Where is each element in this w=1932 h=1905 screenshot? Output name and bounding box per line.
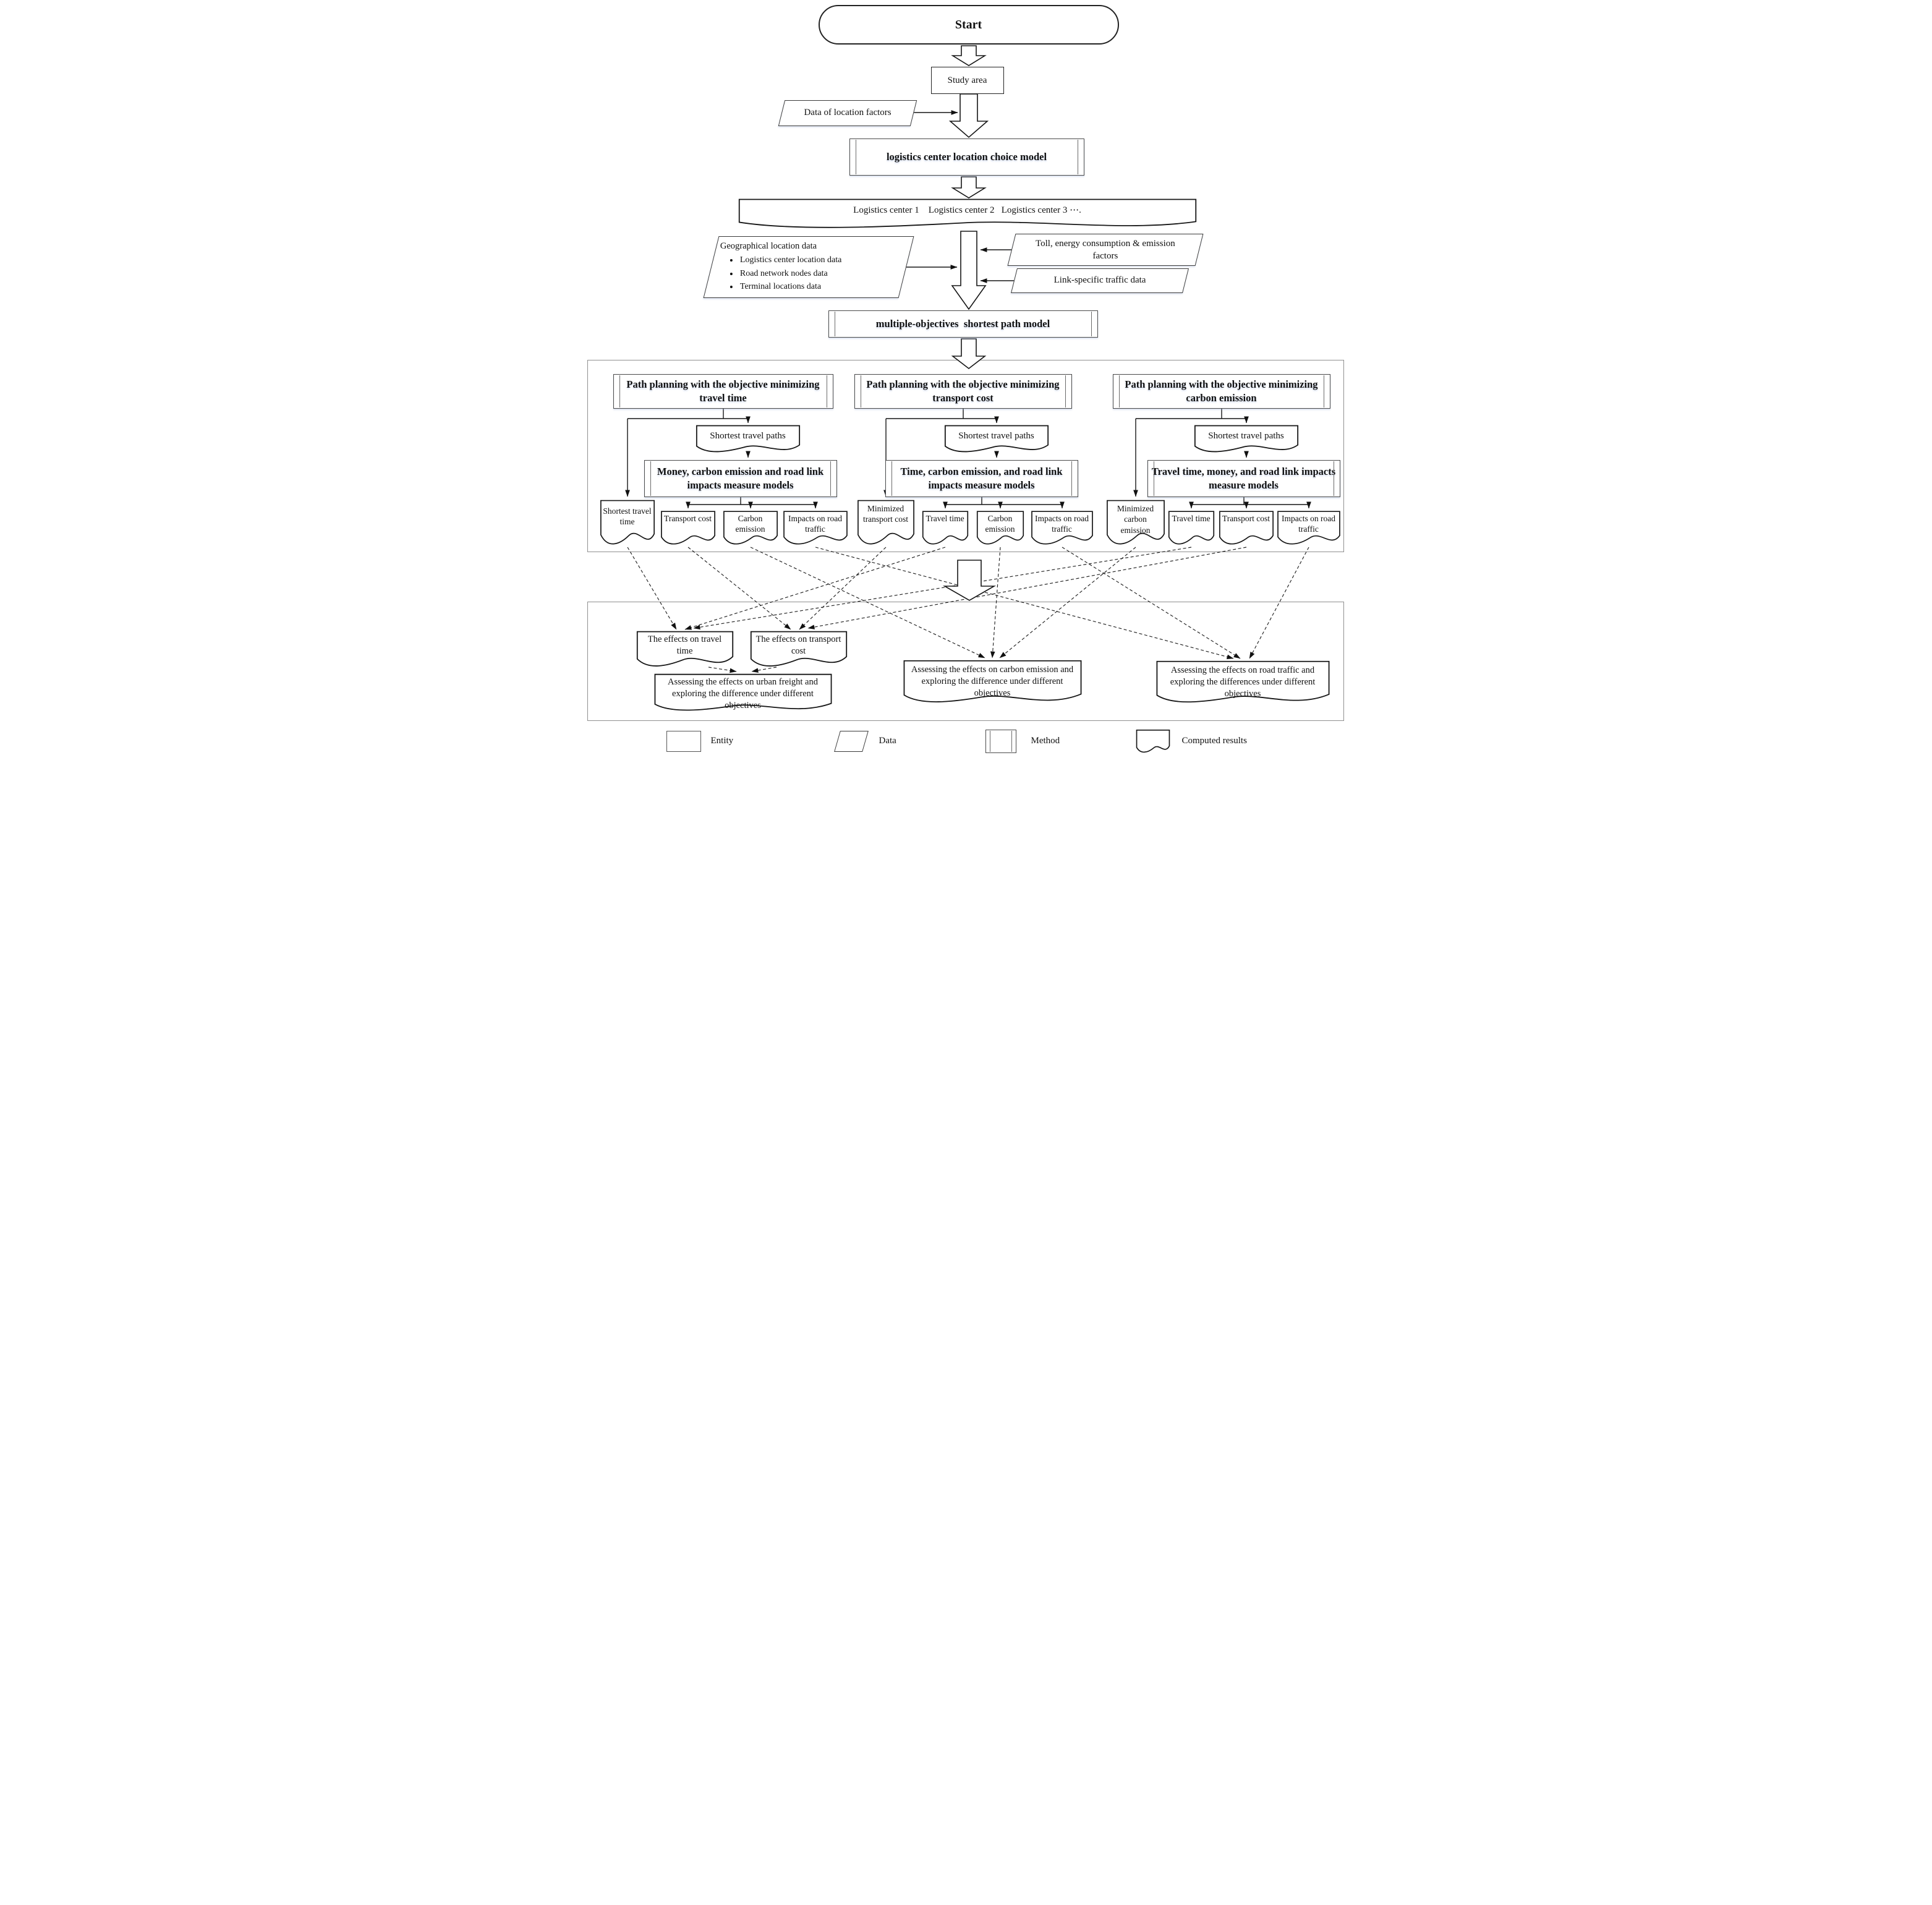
study-area-label: Study area — [947, 75, 987, 85]
legend-computed-results-shape — [1136, 730, 1170, 754]
branch-transport-cost-title: Path planning with the objective minimiz… — [866, 378, 1060, 404]
output-carbon-emission-2: Carbon emission — [977, 511, 1024, 547]
assessment-section-frame — [587, 602, 1344, 721]
branch-transport-cost-paths-node: Shortest travel paths — [945, 425, 1049, 455]
branch-transport-cost-title-node: Path planning with the objective minimiz… — [854, 374, 1072, 409]
effects-travel-time-label: The effects on travel time — [647, 634, 722, 656]
link-traffic-node: Link-specific traffic data — [1010, 268, 1189, 293]
geographical-bullet-2: Road network nodes data — [738, 267, 905, 281]
geographical-data-node: Geographical location data Logistics cen… — [703, 236, 914, 298]
geographical-data-title: Geographical location data — [720, 241, 817, 251]
toll-energy-node: Toll, energy consumption & emission fact… — [1007, 234, 1203, 266]
branch-carbon-title-node: Path planning with the objective minimiz… — [1112, 374, 1330, 409]
assessment-carbon-label: Assessing the effects on carbon emission… — [911, 665, 1074, 698]
legend-entity-label: Entity — [710, 736, 734, 746]
geographical-data-list: Logistics center location data Road netw… — [738, 254, 905, 294]
output-travel-time-3: Travel time — [1168, 511, 1214, 547]
branch-travel-time-title-node: Path planning with the objective minimiz… — [613, 374, 833, 409]
output-label: Carbon emission — [735, 514, 765, 534]
output-label: Minimized carbon emission — [1117, 504, 1154, 535]
geographical-bullet-3: Terminal locations data — [738, 280, 905, 294]
output-label: Impacts on road traffic — [788, 514, 842, 534]
block-arrow-results-assessment — [942, 560, 996, 601]
legend-data-label: Data — [879, 736, 896, 746]
block-arrow-start-study — [950, 45, 987, 66]
output-label: Impacts on road traffic — [1282, 514, 1335, 534]
assessment-road-traffic-label: Assessing the effects on road traffic an… — [1170, 665, 1316, 699]
branch-transport-cost-model-node: Time, carbon emission, and road link imp… — [885, 460, 1078, 497]
toll-energy-label: Toll, energy consumption & emission fact… — [1035, 238, 1175, 261]
output-label: Travel time — [926, 514, 964, 523]
start-label: Start — [955, 17, 982, 32]
legend-entity-shape — [666, 731, 701, 752]
branch-transport-cost-paths-label: Shortest travel paths — [958, 431, 1034, 441]
branch-carbon-paths-node: Shortest travel paths — [1194, 425, 1298, 455]
assessment-urban-freight-node: Assessing the effects on urban freight a… — [654, 674, 832, 716]
location-choice-model-node: logistics center location choice model — [849, 139, 1084, 176]
link-traffic-label: Link-specific traffic data — [1053, 275, 1146, 286]
location-choice-model-label: logistics center location choice model — [886, 150, 1047, 163]
block-arrow-msp-planning — [951, 338, 986, 370]
branch-transport-cost-model-label: Time, carbon emission, and road link imp… — [900, 465, 1063, 491]
effects-transport-cost-node: The effects on transport cost — [751, 631, 847, 671]
geographical-data-content: Geographical location data Logistics cen… — [711, 241, 905, 294]
assessment-road-traffic-node: Assessing the effects on road traffic an… — [1156, 661, 1330, 709]
effects-transport-cost-label: The effects on transport cost — [755, 634, 841, 656]
output-road-impacts-3: Impacts on road traffic — [1277, 511, 1340, 547]
output-label: Shortest travel time — [603, 506, 652, 527]
output-travel-time-2: Travel time — [922, 511, 968, 547]
logistics-centers-node: Logistics center 1 Logistics center 2 Lo… — [737, 199, 1198, 231]
output-label: Transport cost — [1222, 514, 1270, 523]
branch-travel-time-model-label: Money, carbon emission and road link imp… — [657, 465, 824, 491]
branch-travel-time-title: Path planning with the objective minimiz… — [626, 378, 820, 404]
legend-method-label: Method — [1031, 736, 1060, 746]
connector-layer — [624, 45, 1311, 673]
branch-travel-time-paths-label: Shortest travel paths — [710, 431, 786, 441]
shortest-path-model-node: multiple-objectives shortest path model — [828, 310, 1098, 338]
block-arrow-centers-msp — [950, 231, 987, 310]
effects-travel-time-node: The effects on travel time — [637, 631, 733, 671]
output-label: Impacts on road traffic — [1035, 514, 1089, 534]
legend-method-shape — [985, 730, 1016, 753]
geographical-bullet-1: Logistics center location data — [738, 254, 905, 267]
output-transport-cost-1: Transport cost — [661, 511, 715, 547]
block-arrow-study-model — [948, 93, 989, 139]
data-location-factors-label: Data of location factors — [803, 108, 892, 118]
start-node: Start — [818, 5, 1119, 45]
data-location-factors-node: Data of location factors — [778, 100, 917, 126]
output-road-impacts-1: Impacts on road traffic — [783, 511, 848, 547]
shortest-path-model-label: multiple-objectives shortest path model — [875, 317, 1050, 330]
output-label: Transport cost — [663, 514, 712, 523]
output-transport-cost-3: Transport cost — [1219, 511, 1274, 547]
output-label: Travel time — [1172, 514, 1211, 523]
flowchart-canvas: Start Study area Data of location factor… — [579, 0, 1353, 762]
logistics-centers-label: Logistics center 1 Logistics center 2 Lo… — [853, 205, 1081, 215]
branch-carbon-model-node: Travel time, money, and road link impact… — [1147, 460, 1340, 497]
output-label: Minimized transport cost — [862, 504, 909, 524]
assessment-carbon-node: Assessing the effects on carbon emission… — [903, 660, 1082, 709]
branch-travel-time-paths-node: Shortest travel paths — [696, 425, 800, 455]
output-minimized-transport-cost: Minimized transport cost — [857, 500, 914, 547]
branch-travel-time-model-node: Money, carbon emission and road link imp… — [644, 460, 837, 497]
legend-data-shape — [833, 731, 869, 752]
branch-carbon-title: Path planning with the objective minimiz… — [1125, 378, 1318, 404]
branch-carbon-model-label: Travel time, money, and road link impact… — [1151, 465, 1336, 491]
assessment-urban-freight-label: Assessing the effects on urban freight a… — [668, 677, 818, 710]
block-arrow-model-centers — [950, 176, 987, 198]
study-area-node: Study area — [930, 67, 1004, 94]
branch-carbon-paths-label: Shortest travel paths — [1208, 431, 1284, 441]
legend-computed-results-label: Computed results — [1181, 736, 1247, 746]
output-minimized-carbon-emission: Minimized carbon emission — [1107, 500, 1165, 547]
output-road-impacts-2: Impacts on road traffic — [1031, 511, 1093, 547]
output-carbon-emission-1: Carbon emission — [723, 511, 778, 547]
output-label: Carbon emission — [985, 514, 1015, 534]
output-shortest-travel-time: Shortest travel time — [600, 500, 655, 547]
